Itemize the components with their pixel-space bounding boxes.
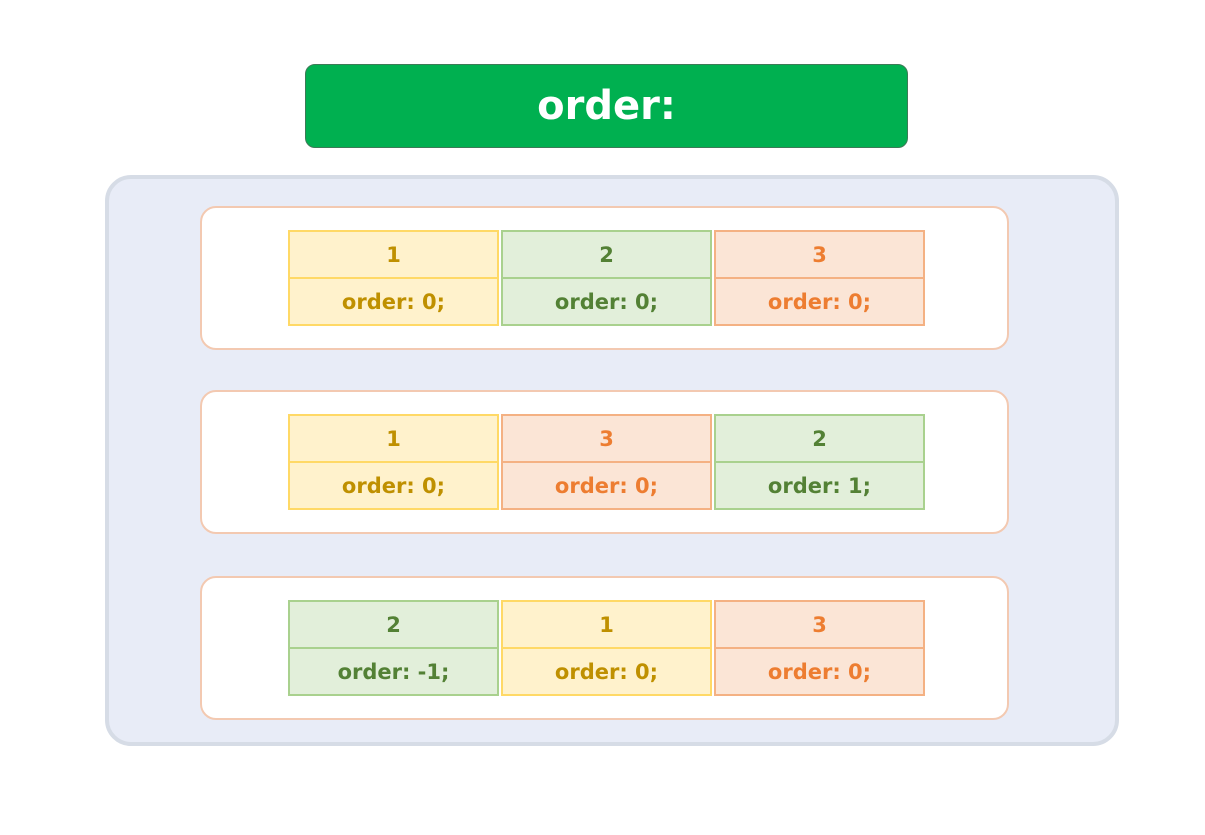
item-number: 3 [501,414,712,462]
item-number: 2 [288,600,499,648]
flex-item: 3 order: 0; [714,230,925,326]
item-order-code: order: 0; [714,648,925,696]
flex-item: 3 order: 0; [714,600,925,696]
item-order-code: order: 0; [501,462,712,510]
item-order-code: order: 0; [288,462,499,510]
flex-item: 3 order: 0; [501,414,712,510]
item-order-code: order: 0; [501,278,712,326]
example-row-3: 2 order: -1; 1 order: 0; 3 order: 0; [200,576,1009,720]
item-number: 2 [501,230,712,278]
item-number: 3 [714,230,925,278]
item-number: 1 [501,600,712,648]
item-order-code: order: 0; [501,648,712,696]
flex-items-row-1: 1 order: 0; 2 order: 0; 3 order: 0; [288,230,925,326]
item-order-code: order: 0; [288,278,499,326]
example-row-1: 1 order: 0; 2 order: 0; 3 order: 0; [200,206,1009,350]
page-title: order: [305,64,908,148]
flex-items-row-3: 2 order: -1; 1 order: 0; 3 order: 0; [288,600,925,696]
flex-item: 2 order: 1; [714,414,925,510]
item-number: 1 [288,414,499,462]
flex-item: 2 order: -1; [288,600,499,696]
flex-item: 1 order: 0; [288,414,499,510]
item-number: 1 [288,230,499,278]
example-row-2: 1 order: 0; 3 order: 0; 2 order: 1; [200,390,1009,534]
item-number: 2 [714,414,925,462]
item-order-code: order: 0; [714,278,925,326]
flex-item: 1 order: 0; [501,600,712,696]
flex-item: 2 order: 0; [501,230,712,326]
item-order-code: order: -1; [288,648,499,696]
flex-item: 1 order: 0; [288,230,499,326]
item-number: 3 [714,600,925,648]
flex-items-row-2: 1 order: 0; 3 order: 0; 2 order: 1; [288,414,925,510]
item-order-code: order: 1; [714,462,925,510]
